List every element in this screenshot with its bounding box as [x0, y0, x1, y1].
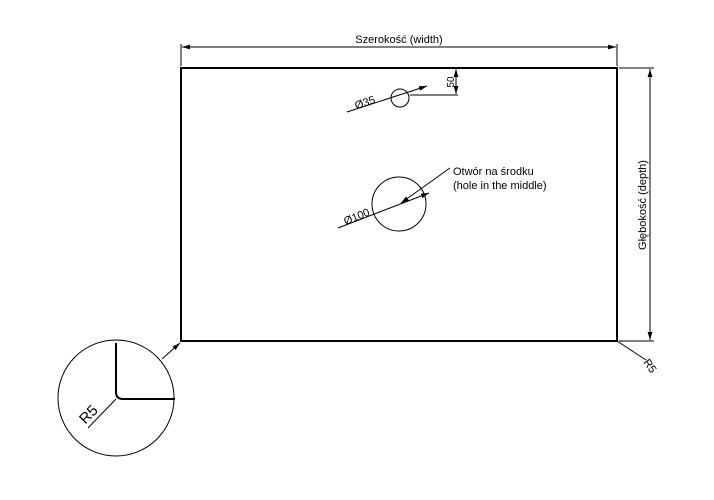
center-hole-circle	[371, 176, 427, 232]
detail-radius-label: R5	[76, 402, 102, 428]
depth-label: Głębokość (depth)	[637, 160, 649, 250]
center-hole-diameter-label: Ø100	[342, 207, 371, 228]
top-hole: Ø35 50	[346, 69, 459, 113]
corner-detail: R5	[57, 339, 181, 457]
center-hole-note-leader	[400, 167, 451, 204]
center-hole-note-line1: Otwór na środku	[453, 166, 534, 178]
detail-corner-edge	[115, 343, 175, 400]
center-hole-diameter-leader	[337, 192, 430, 229]
corner-radius-label: R5	[641, 357, 659, 375]
top-hole-diameter-label: Ø35	[353, 94, 376, 112]
top-hole-offset-label: 50	[446, 76, 457, 88]
top-hole-circle	[390, 88, 410, 108]
width-label: Szerokość (width)	[355, 34, 442, 46]
width-dimension: Szerokość (width)	[180, 34, 618, 66]
top-hole-leader	[346, 85, 428, 113]
panel-outline	[180, 67, 618, 342]
center-hole-note-line2: (hole in the middle)	[453, 180, 547, 192]
detail-pointer-arrow	[161, 342, 181, 360]
center-hole: Ø100 Otwór na środku (hole in the middle…	[337, 166, 547, 232]
corner-radius-callout: R5	[616, 340, 659, 375]
depth-dimension: Głębokość (depth)	[619, 67, 654, 342]
